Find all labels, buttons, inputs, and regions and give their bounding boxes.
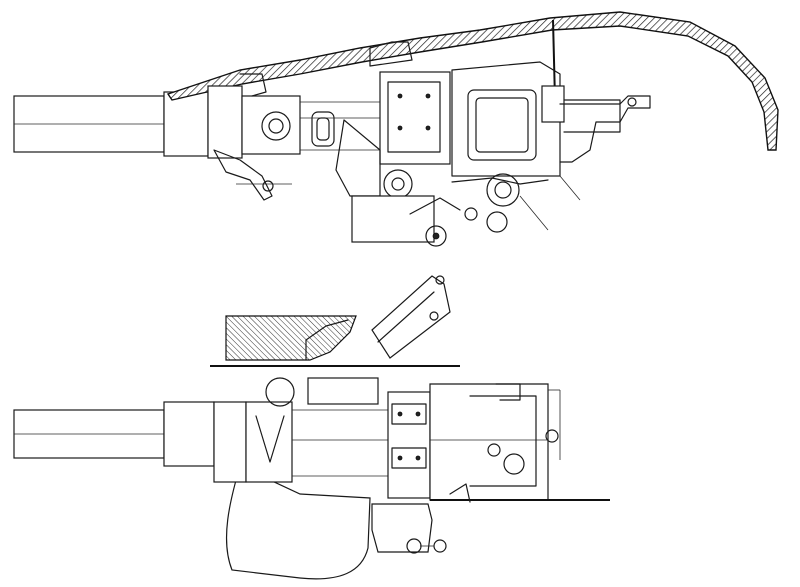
ammunition-box	[467, 89, 537, 161]
periscope-sight	[541, 19, 621, 133]
recoil-cylinders	[210, 365, 460, 477]
recoil-guard	[369, 41, 561, 177]
elevation-handwheel	[451, 173, 549, 233]
gun-barrel	[13, 91, 209, 157]
receiver-body	[387, 383, 549, 501]
gun-mantlet	[207, 85, 335, 159]
traverse-mechanism	[335, 119, 461, 247]
sight-housing	[371, 275, 451, 359]
turret-roof-armor	[166, 11, 779, 151]
gun-barrel	[13, 401, 215, 467]
lower-bracket	[213, 73, 292, 201]
side-view	[13, 11, 779, 247]
deflector-bag	[225, 465, 371, 580]
breech-block	[300, 71, 451, 165]
traverse-handwheel	[371, 503, 447, 554]
rear-bracket	[559, 95, 651, 201]
breech-ring	[213, 377, 295, 483]
firing-lever	[430, 429, 610, 503]
rear-link-rod	[495, 383, 561, 460]
mantlet-casting	[225, 315, 357, 361]
top-view	[13, 275, 610, 580]
